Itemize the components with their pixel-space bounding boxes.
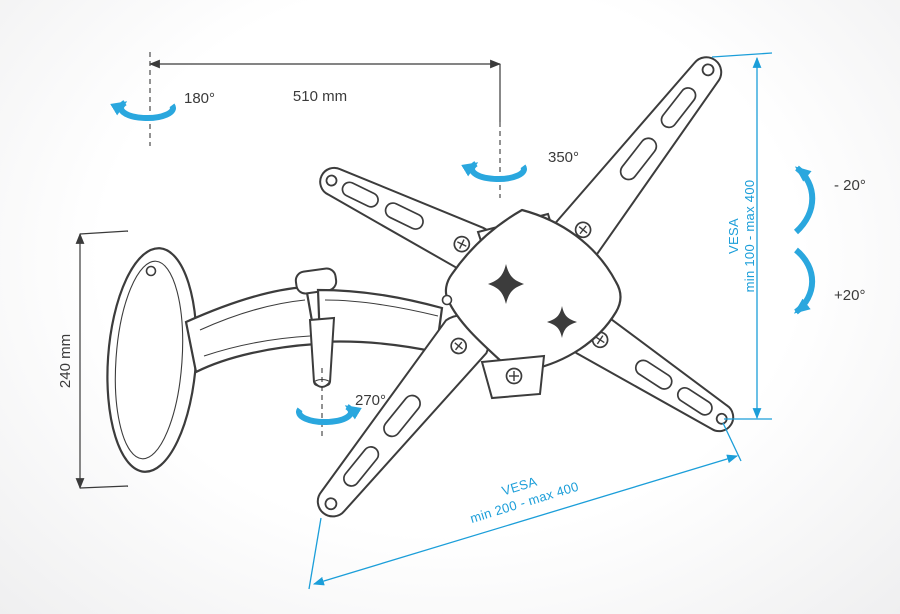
pivot-pin: [308, 316, 336, 388]
label-arm-reach: 510 mm: [293, 88, 347, 105]
tilt-arrow-up: [793, 165, 816, 235]
rotation-arrow-270: 270°: [299, 368, 386, 438]
wall-plate: [106, 247, 198, 473]
hub-star-cutout-1: [488, 264, 524, 304]
dimension-240mm: 240 mm: [57, 230, 129, 490]
dimension-vesa-vertical: VESA min 100 - max 400: [711, 52, 773, 420]
rotation-arrow-350: 350°: [472, 149, 579, 179]
swivel-arm-link-2: [316, 288, 444, 354]
label-tilt-minus: - 20°: [834, 177, 866, 194]
label-rotation-270: 270°: [355, 392, 386, 409]
rotation-arrow-180: 180°: [121, 90, 215, 118]
label-rotation-180: 180°: [184, 90, 215, 107]
hub-star-cutout-2: [547, 306, 577, 338]
label-rotation-350: 350°: [548, 149, 579, 166]
label-vesa-vertical: VESA: [726, 218, 741, 254]
swivel-arm-link-1: [184, 285, 318, 374]
tilt-arrows: - 20° +20°: [793, 165, 866, 315]
label-vesa-vertical-range: min 100 - max 400: [742, 180, 757, 293]
bottom-bracket: [480, 354, 546, 400]
tilt-arrow-down: [793, 247, 816, 315]
bottom-screw: [505, 367, 523, 385]
label-plate-height: 240 mm: [57, 334, 74, 388]
dimension-510mm: 510 mm: [148, 52, 502, 198]
label-tilt-plus: +20°: [834, 287, 865, 304]
